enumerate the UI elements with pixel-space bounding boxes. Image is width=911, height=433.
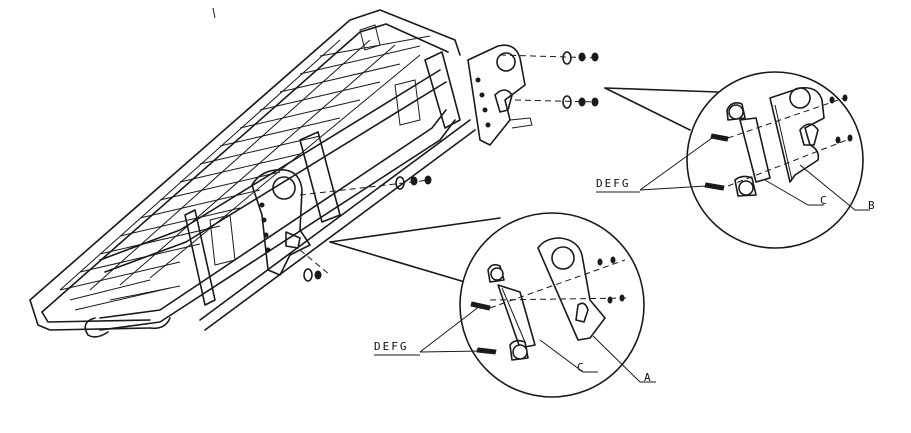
washer-nut-set-middle bbox=[303, 175, 432, 282]
label-fasteners-left: DEFG bbox=[374, 340, 409, 353]
detail-view-upper bbox=[604, 71, 870, 249]
label-part-a: A bbox=[644, 371, 653, 384]
label-part-c-left: C bbox=[577, 361, 586, 374]
label-part-b: B bbox=[868, 199, 877, 212]
end-bracket bbox=[467, 44, 533, 146]
bed-frame bbox=[29, 9, 476, 338]
washer-nut-set-upper bbox=[562, 51, 599, 109]
label-part-c-right: C bbox=[820, 194, 829, 207]
stray-mark bbox=[212, 7, 216, 19]
detail-view-lower bbox=[329, 212, 656, 398]
label-fasteners-right: DEFG bbox=[596, 177, 631, 190]
